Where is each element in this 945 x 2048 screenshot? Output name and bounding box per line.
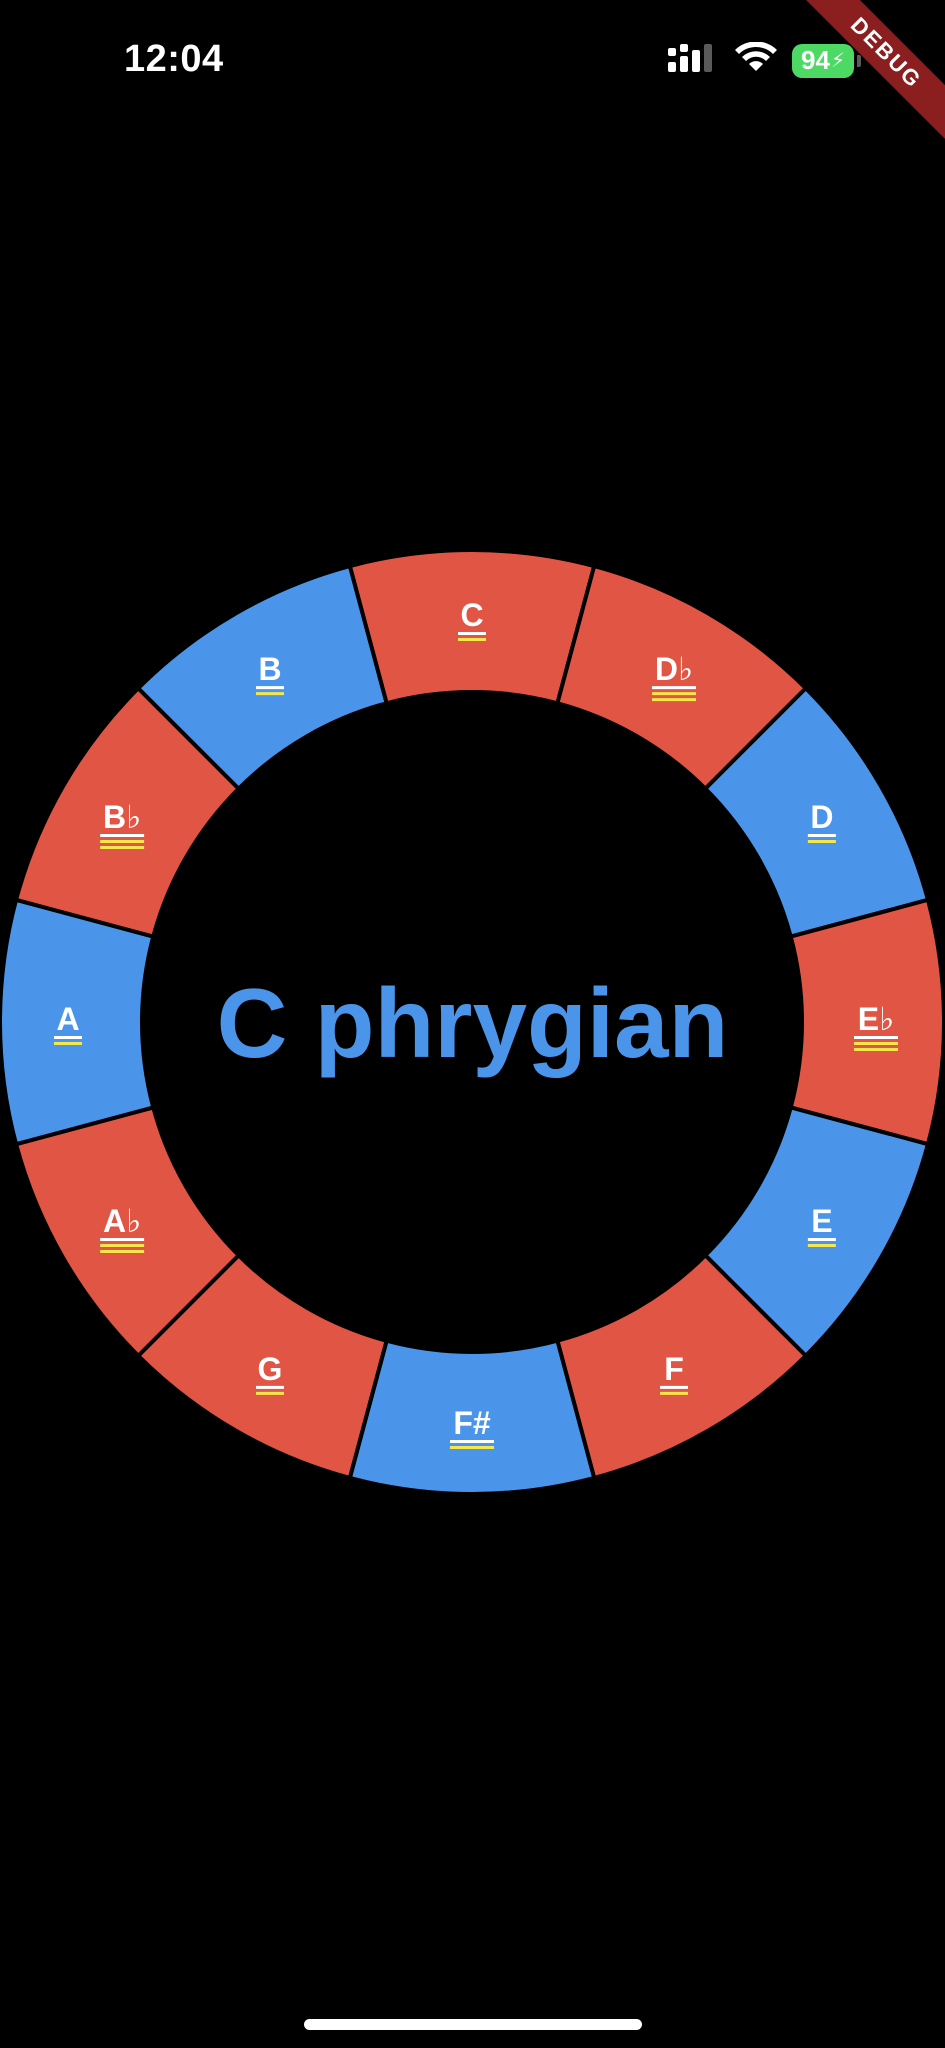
note-underline [100,1250,145,1253]
note-label: G [258,1351,283,1387]
note-underline [256,692,284,696]
note-underline [54,1036,82,1039]
note-label: B [258,651,281,687]
note-underline [458,632,486,635]
note-underline [807,834,836,837]
note-underline [256,1385,284,1389]
note-underline [54,1042,82,1045]
note-underline [256,1391,284,1395]
note-wheel: C D♭ D E♭ E F F# G A♭ A B♭ B [0,550,945,1495]
note-underline [100,840,145,843]
note-underline [807,1244,836,1247]
note-label: A [56,1001,79,1037]
note-underline [854,1042,898,1045]
note-label: B♭ [103,799,141,835]
note-underline [450,1446,494,1449]
note-label: A♭ [103,1203,141,1239]
note-underline [100,834,145,837]
note-label: E♭ [858,1001,894,1037]
note-underline [256,686,284,690]
debug-banner: DEBUG [785,0,945,160]
charging-bolt-icon: ⚡ [830,50,845,72]
note-wheel-svg: C D♭ D E♭ E F F# G A♭ A B♭ B [0,550,945,1495]
note-underline [854,1036,898,1039]
note-label: D [810,799,833,835]
home-indicator[interactable] [304,2019,642,2030]
note-label: C [460,597,483,633]
cellular-signal-icon [666,42,720,79]
note-underline [854,1048,898,1051]
note-underline [100,846,145,849]
note-underline [652,692,696,696]
scale-title: C phrygian [216,968,729,1078]
note-underline [807,1238,836,1241]
battery-nub [857,54,861,67]
note-label: F# [453,1405,491,1441]
battery-indicator: 94 ⚡ [792,43,854,78]
note-underline [660,1391,688,1395]
note-label: F [664,1351,684,1387]
wifi-icon [734,41,778,79]
note-underline [652,686,696,690]
note-underline [458,638,486,641]
note-segment[interactable] [135,563,390,792]
note-label: D♭ [655,651,693,687]
note-underline [652,698,696,702]
debug-label: DEBUG [791,0,945,148]
note-underline [807,840,836,843]
status-icons: 94 ⚡ [666,41,861,79]
note-underline [660,1385,688,1389]
status-bar: 12:04 94 ⚡ [0,0,945,130]
battery-level: 94 [801,45,830,75]
status-time: 12:04 [124,38,224,80]
note-underline [100,1238,145,1241]
note-label: E [811,1203,832,1239]
note-underline [100,1244,145,1247]
note-underline [450,1440,494,1443]
